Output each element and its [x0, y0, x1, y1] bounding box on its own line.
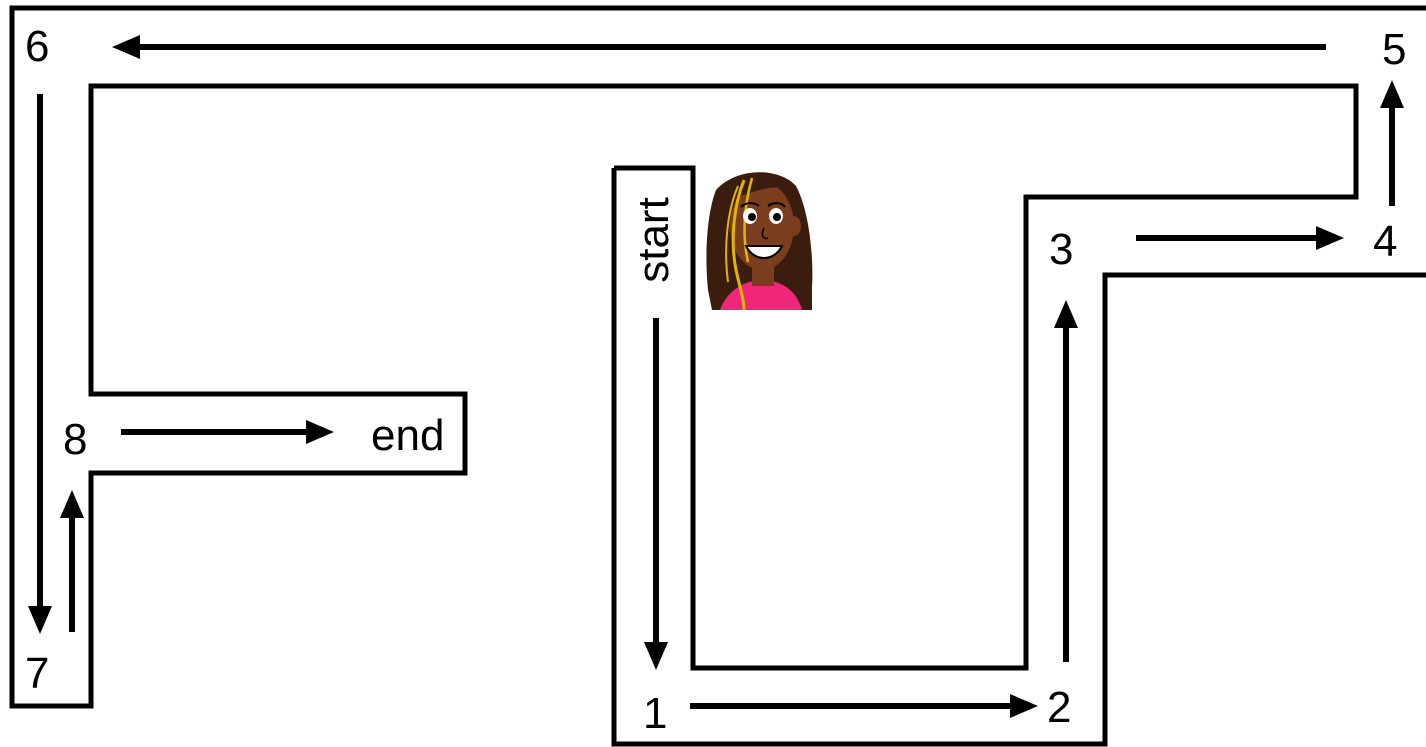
label-waypoint-2: 2: [1047, 683, 1071, 732]
arrow-3-to-4: [1136, 226, 1344, 250]
maze-outer-wall: [12, 8, 1426, 706]
label-waypoint-5: 5: [1382, 25, 1406, 74]
arrow-2-to-3: [1054, 300, 1078, 662]
label-waypoint-1: 1: [643, 689, 667, 738]
arrow-1-to-2: [690, 694, 1038, 718]
arrow-6-to-7: [28, 94, 52, 634]
arrow-4-to-5: [1380, 80, 1404, 206]
label-waypoint-3: 3: [1049, 225, 1073, 274]
arrow-7-to-8: [60, 490, 84, 632]
girl-avatar-icon: [706, 172, 812, 310]
label-start: start: [629, 197, 678, 283]
arrow-8-to-end: [121, 420, 334, 444]
label-waypoint-7: 7: [25, 649, 49, 698]
label-waypoint-6: 6: [25, 22, 49, 71]
label-end: end: [371, 411, 444, 460]
label-waypoint-8: 8: [63, 415, 87, 464]
arrow-start-to-1: [644, 318, 668, 670]
label-waypoint-4: 4: [1373, 217, 1397, 266]
arrow-5-to-6: [112, 35, 1326, 59]
